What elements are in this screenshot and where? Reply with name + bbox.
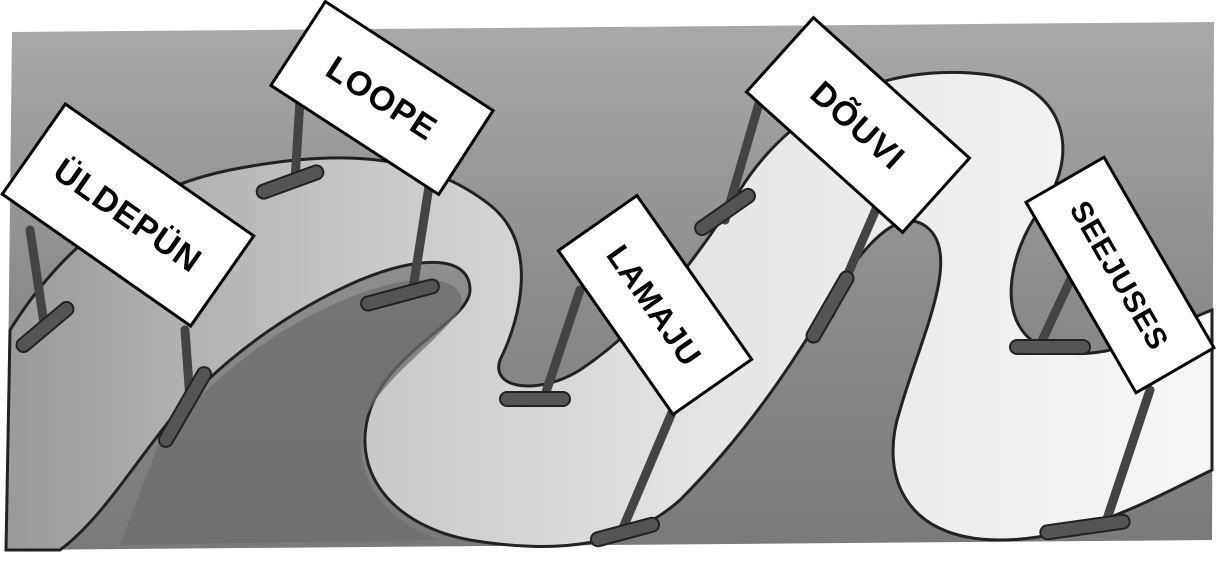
winding-road-illustration: ÜLDEPÜN LOOPE LAMAJU DÕUVI SEEJUSES (0, 0, 1219, 564)
illustration-scene: ÜLDEPÜN LOOPE LAMAJU DÕUVI SEEJUSES (0, 0, 1219, 564)
